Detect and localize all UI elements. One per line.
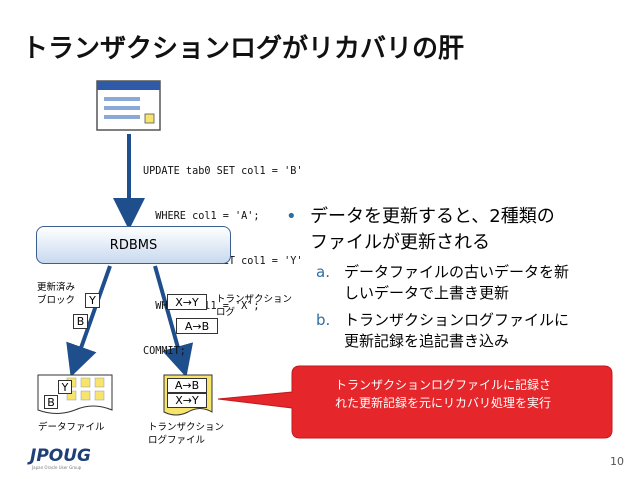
datafile-label: データファイル [38, 422, 105, 433]
slide-title: トランザクションログがリカバリの肝 [22, 34, 465, 64]
bullet-main: • データを更新すると、2種類の ファイルが更新される [286, 206, 555, 253]
bullet-sub-b: b. トランザクションログファイルに 更新記録を追記書き込み [316, 311, 570, 350]
callout-text: トランザクションログファイルに記録さ れた更新記録を元にリカバリ処理を実行 [334, 378, 551, 410]
jpoug-logo: JPOUG [30, 446, 91, 466]
datafile-block-y: Y [58, 380, 72, 394]
txlog-entry-xy: X→Y [167, 294, 207, 310]
datafile-block-b: B [44, 395, 58, 409]
txlog-entry-ab: A→B [176, 318, 218, 334]
rdbms-box: RDBMS [36, 226, 231, 264]
sql-line: WHERE col1 = 'A'; [143, 211, 260, 222]
sql-line: UPDATE tab0 SET col1 = 'B' [143, 166, 303, 177]
application-window-icon [96, 80, 161, 131]
logfile-entry-xy: X→Y [167, 393, 207, 408]
bullet-dot-icon: • [286, 206, 297, 227]
bullet-list: • データを更新すると、2種類の ファイルが更新される a. データファイルの古… [286, 204, 626, 352]
updated-block-b: B [73, 314, 88, 329]
txlog-label: トランザクション ログ [216, 294, 293, 318]
rdbms-label: RDBMS [109, 237, 158, 253]
logo-tagline: Japan Oracle User Group [32, 465, 82, 470]
updated-block-y: Y [85, 293, 100, 308]
callout-shape [217, 365, 613, 439]
rdbms-to-datafile-arrow [66, 265, 112, 378]
bullet-sub-a: a. データファイルの古いデータを新 しいデータで上書き更新 [316, 263, 570, 302]
page-number: 10 [610, 455, 624, 468]
updated-block-label: 更新済み ブロック [37, 282, 76, 306]
rdbms-to-logfile-arrow [153, 265, 194, 378]
logfile-label: トランザクション ログファイル [148, 422, 225, 446]
sql-line: COMMIT; [143, 346, 186, 357]
logfile-entry-ab: A→B [167, 378, 207, 393]
